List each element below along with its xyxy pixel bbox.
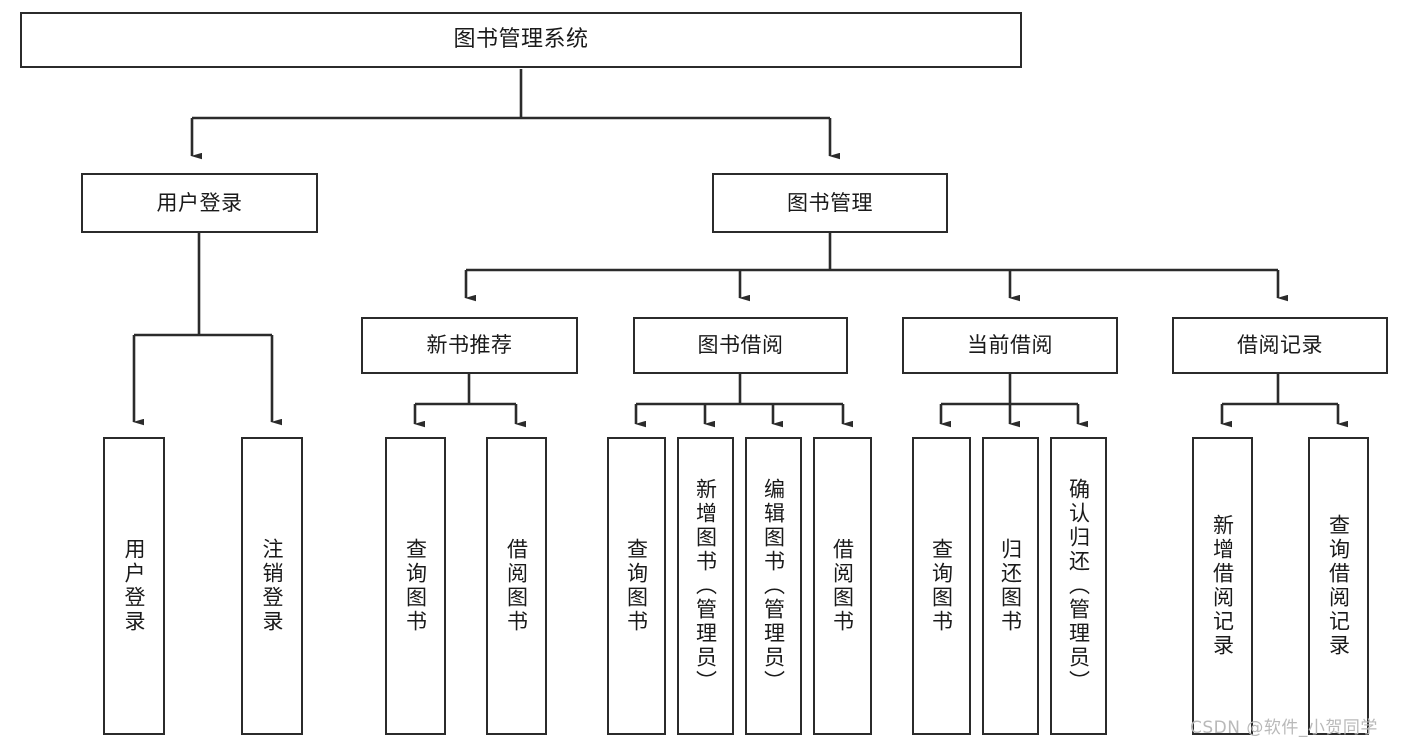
node-label: 查询图书: [929, 538, 954, 634]
node-label: 编辑图书（管理员）: [761, 478, 786, 694]
node-root-library-system[interactable]: 图书管理系统: [20, 12, 1022, 68]
node-label: 新书推荐: [426, 333, 513, 358]
node-label: 查询借阅记录: [1326, 514, 1351, 658]
csdn-watermark: CSDN @软件_小贺同学: [1190, 718, 1378, 738]
node-leaf-edit-book-admin[interactable]: 编辑图书（管理员）: [745, 437, 802, 735]
node-label: 图书管理系统: [453, 27, 589, 53]
node-label: 借阅记录: [1237, 333, 1323, 358]
node-new-book-recommend[interactable]: 新书推荐: [361, 317, 578, 374]
node-label: 用户登录: [156, 190, 243, 215]
node-leaf-return-book[interactable]: 归还图书: [982, 437, 1039, 735]
node-label: 借阅图书: [830, 538, 855, 634]
node-label: 新增借阅记录: [1210, 514, 1235, 658]
node-user-login[interactable]: 用户登录: [81, 173, 318, 233]
node-leaf-add-book-admin[interactable]: 新增图书（管理员）: [677, 437, 734, 735]
node-leaf-borrow-book-recommend[interactable]: 借阅图书: [486, 437, 547, 735]
node-borrow-record[interactable]: 借阅记录: [1172, 317, 1388, 374]
node-leaf-query-book-current[interactable]: 查询图书: [912, 437, 971, 735]
node-leaf-user-login[interactable]: 用户登录: [103, 437, 165, 735]
node-label: 用户登录: [122, 538, 147, 634]
node-leaf-query-book-borrow[interactable]: 查询图书: [607, 437, 666, 735]
node-leaf-query-borrow-record[interactable]: 查询借阅记录: [1308, 437, 1369, 735]
node-label: 新增图书（管理员）: [693, 478, 718, 694]
node-label: 借阅图书: [504, 538, 529, 634]
node-label: 图书管理: [787, 190, 873, 215]
node-label: 查询图书: [624, 538, 649, 634]
node-label: 图书借阅: [697, 333, 784, 358]
node-leaf-query-book-recommend[interactable]: 查询图书: [385, 437, 446, 735]
node-label: 归还图书: [998, 538, 1023, 634]
node-label: 确认归还（管理员）: [1066, 478, 1091, 694]
node-current-borrow[interactable]: 当前借阅: [902, 317, 1118, 374]
node-leaf-confirm-return-admin[interactable]: 确认归还（管理员）: [1050, 437, 1107, 735]
node-book-borrow[interactable]: 图书借阅: [633, 317, 848, 374]
node-leaf-borrow-book[interactable]: 借阅图书: [813, 437, 872, 735]
node-leaf-logout[interactable]: 注销登录: [241, 437, 303, 735]
node-leaf-add-borrow-record[interactable]: 新增借阅记录: [1192, 437, 1253, 735]
node-label: 注销登录: [260, 538, 285, 634]
node-label: 查询图书: [403, 538, 428, 634]
node-book-management[interactable]: 图书管理: [712, 173, 948, 233]
node-label: 当前借阅: [967, 333, 1053, 358]
